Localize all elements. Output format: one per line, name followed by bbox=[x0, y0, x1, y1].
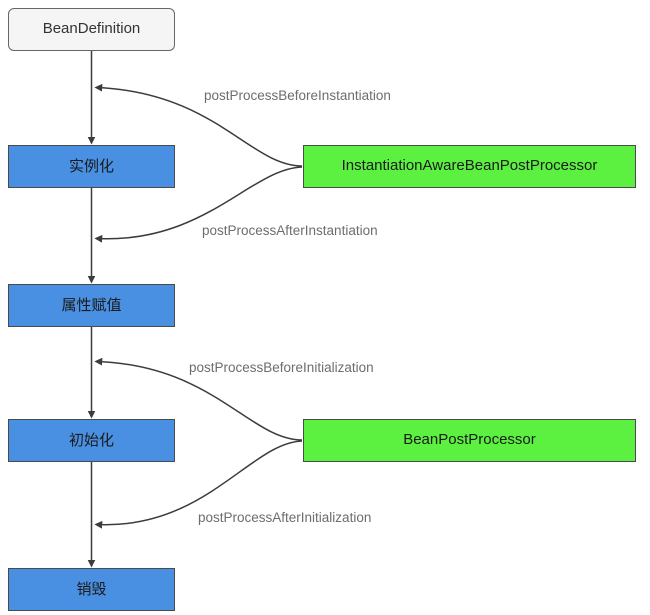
node-bean-definition-label: BeanDefinition bbox=[42, 20, 141, 38]
node-bean-post-processor[interactable]: BeanPostProcessor bbox=[303, 419, 636, 462]
node-destroy[interactable]: 销毁 bbox=[8, 568, 175, 611]
node-instantiation-aware-bean-post-processor[interactable]: InstantiationAwareBeanPostProcessor bbox=[303, 145, 636, 188]
node-populate-properties-label: 属性赋值 bbox=[61, 296, 122, 315]
node-instantiation-aware-bean-post-processor-label: InstantiationAwareBeanPostProcessor bbox=[341, 157, 598, 175]
node-populate-properties[interactable]: 属性赋值 bbox=[8, 284, 175, 327]
node-instantiation[interactable]: 实例化 bbox=[8, 145, 175, 188]
edge-label-post-process-after-instantiation: postProcessAfterInstantiation bbox=[202, 223, 378, 238]
edge-label-post-process-after-initialization: postProcessAfterInitialization bbox=[198, 510, 372, 525]
edge-label-post-process-before-initialization: postProcessBeforeInitialization bbox=[189, 360, 374, 375]
node-initialization-label: 初始化 bbox=[68, 431, 114, 450]
node-initialization[interactable]: 初始化 bbox=[8, 419, 175, 462]
node-bean-definition[interactable]: BeanDefinition bbox=[8, 8, 175, 51]
node-instantiation-label: 实例化 bbox=[68, 157, 114, 176]
node-destroy-label: 销毁 bbox=[76, 580, 107, 599]
edge-label-post-process-before-instantiation: postProcessBeforeInstantiation bbox=[204, 88, 391, 103]
node-bean-post-processor-label: BeanPostProcessor bbox=[403, 431, 536, 449]
